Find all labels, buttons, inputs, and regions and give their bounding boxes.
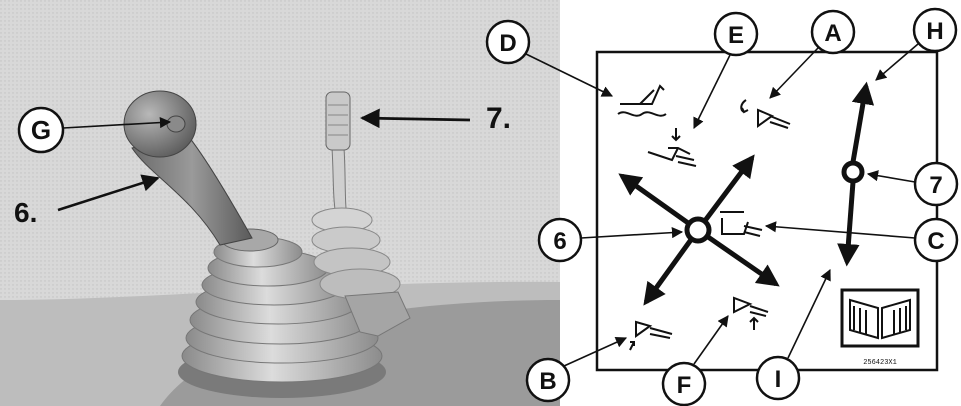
callout-d: D xyxy=(485,19,614,97)
leader-f xyxy=(693,315,729,365)
callout-six-left: 6. xyxy=(14,174,160,228)
joystick-stick xyxy=(131,131,253,246)
label-f: F xyxy=(677,372,692,399)
joystick-boot xyxy=(178,228,386,398)
callout-i: I xyxy=(755,268,831,401)
leader-i xyxy=(787,268,831,359)
decal-part-number: 256423X1 xyxy=(863,359,897,367)
arrow-up-left xyxy=(618,173,700,233)
control-pattern-decal: 256423X1 D E A H 7 6 xyxy=(485,0,961,406)
label-a: A xyxy=(824,20,841,47)
label-six-left: 6. xyxy=(14,197,37,228)
leader-h xyxy=(875,43,919,81)
joystick-pattern xyxy=(618,154,780,306)
callout-seven-right: 7 xyxy=(866,161,959,207)
bucket-curl-lower-icon xyxy=(647,128,697,167)
leader-six-left xyxy=(57,174,160,212)
arrow-down-right xyxy=(696,227,780,287)
label-six-right: 6 xyxy=(553,228,566,255)
operator-manual-icon xyxy=(840,288,920,348)
leader-seven-right xyxy=(866,170,916,183)
boom-lower-icon xyxy=(629,320,673,351)
callout-a: A xyxy=(769,9,856,99)
aux-lever-pattern xyxy=(837,81,875,267)
arrow-up-right xyxy=(696,154,755,232)
bucket-curl-icon xyxy=(740,99,791,129)
label-d: D xyxy=(499,30,516,57)
joystick-center-ring xyxy=(684,216,712,244)
callout-six-right: 6 xyxy=(537,217,684,263)
label-c: C xyxy=(927,228,944,255)
leader-c xyxy=(764,221,916,239)
bucket-dump-raise-icon xyxy=(733,296,769,330)
label-b: B xyxy=(539,368,556,395)
knob-button xyxy=(166,115,186,133)
arrow-aux-down xyxy=(837,181,860,267)
leader-six-right xyxy=(580,227,684,239)
arrow-down-left xyxy=(643,228,701,306)
callout-f: F xyxy=(661,315,729,406)
leader-a xyxy=(769,47,819,99)
callout-e: E xyxy=(693,11,759,130)
label-seven-right: 7 xyxy=(929,172,942,199)
callout-h: H xyxy=(875,7,958,81)
leader-e xyxy=(693,54,731,130)
leader-seven-left xyxy=(360,108,471,129)
label-seven-left: 7. xyxy=(486,102,511,135)
callout-g: G xyxy=(17,106,172,154)
leader-d xyxy=(525,53,614,97)
callout-c: C xyxy=(764,217,959,263)
auxiliary-lever xyxy=(311,91,411,337)
arrow-aux-up xyxy=(850,81,875,163)
bucket-level-icon xyxy=(720,211,763,237)
leader-g xyxy=(62,116,172,129)
label-i: I xyxy=(775,366,782,393)
label-h: H xyxy=(926,18,943,45)
leader-b xyxy=(563,337,628,367)
boom-float-icon xyxy=(617,84,667,117)
callout-seven-left: 7. xyxy=(360,102,511,135)
callout-b: B xyxy=(525,337,628,403)
aux-center-ring xyxy=(841,160,865,184)
label-g: G xyxy=(31,115,51,145)
label-e: E xyxy=(728,22,744,49)
